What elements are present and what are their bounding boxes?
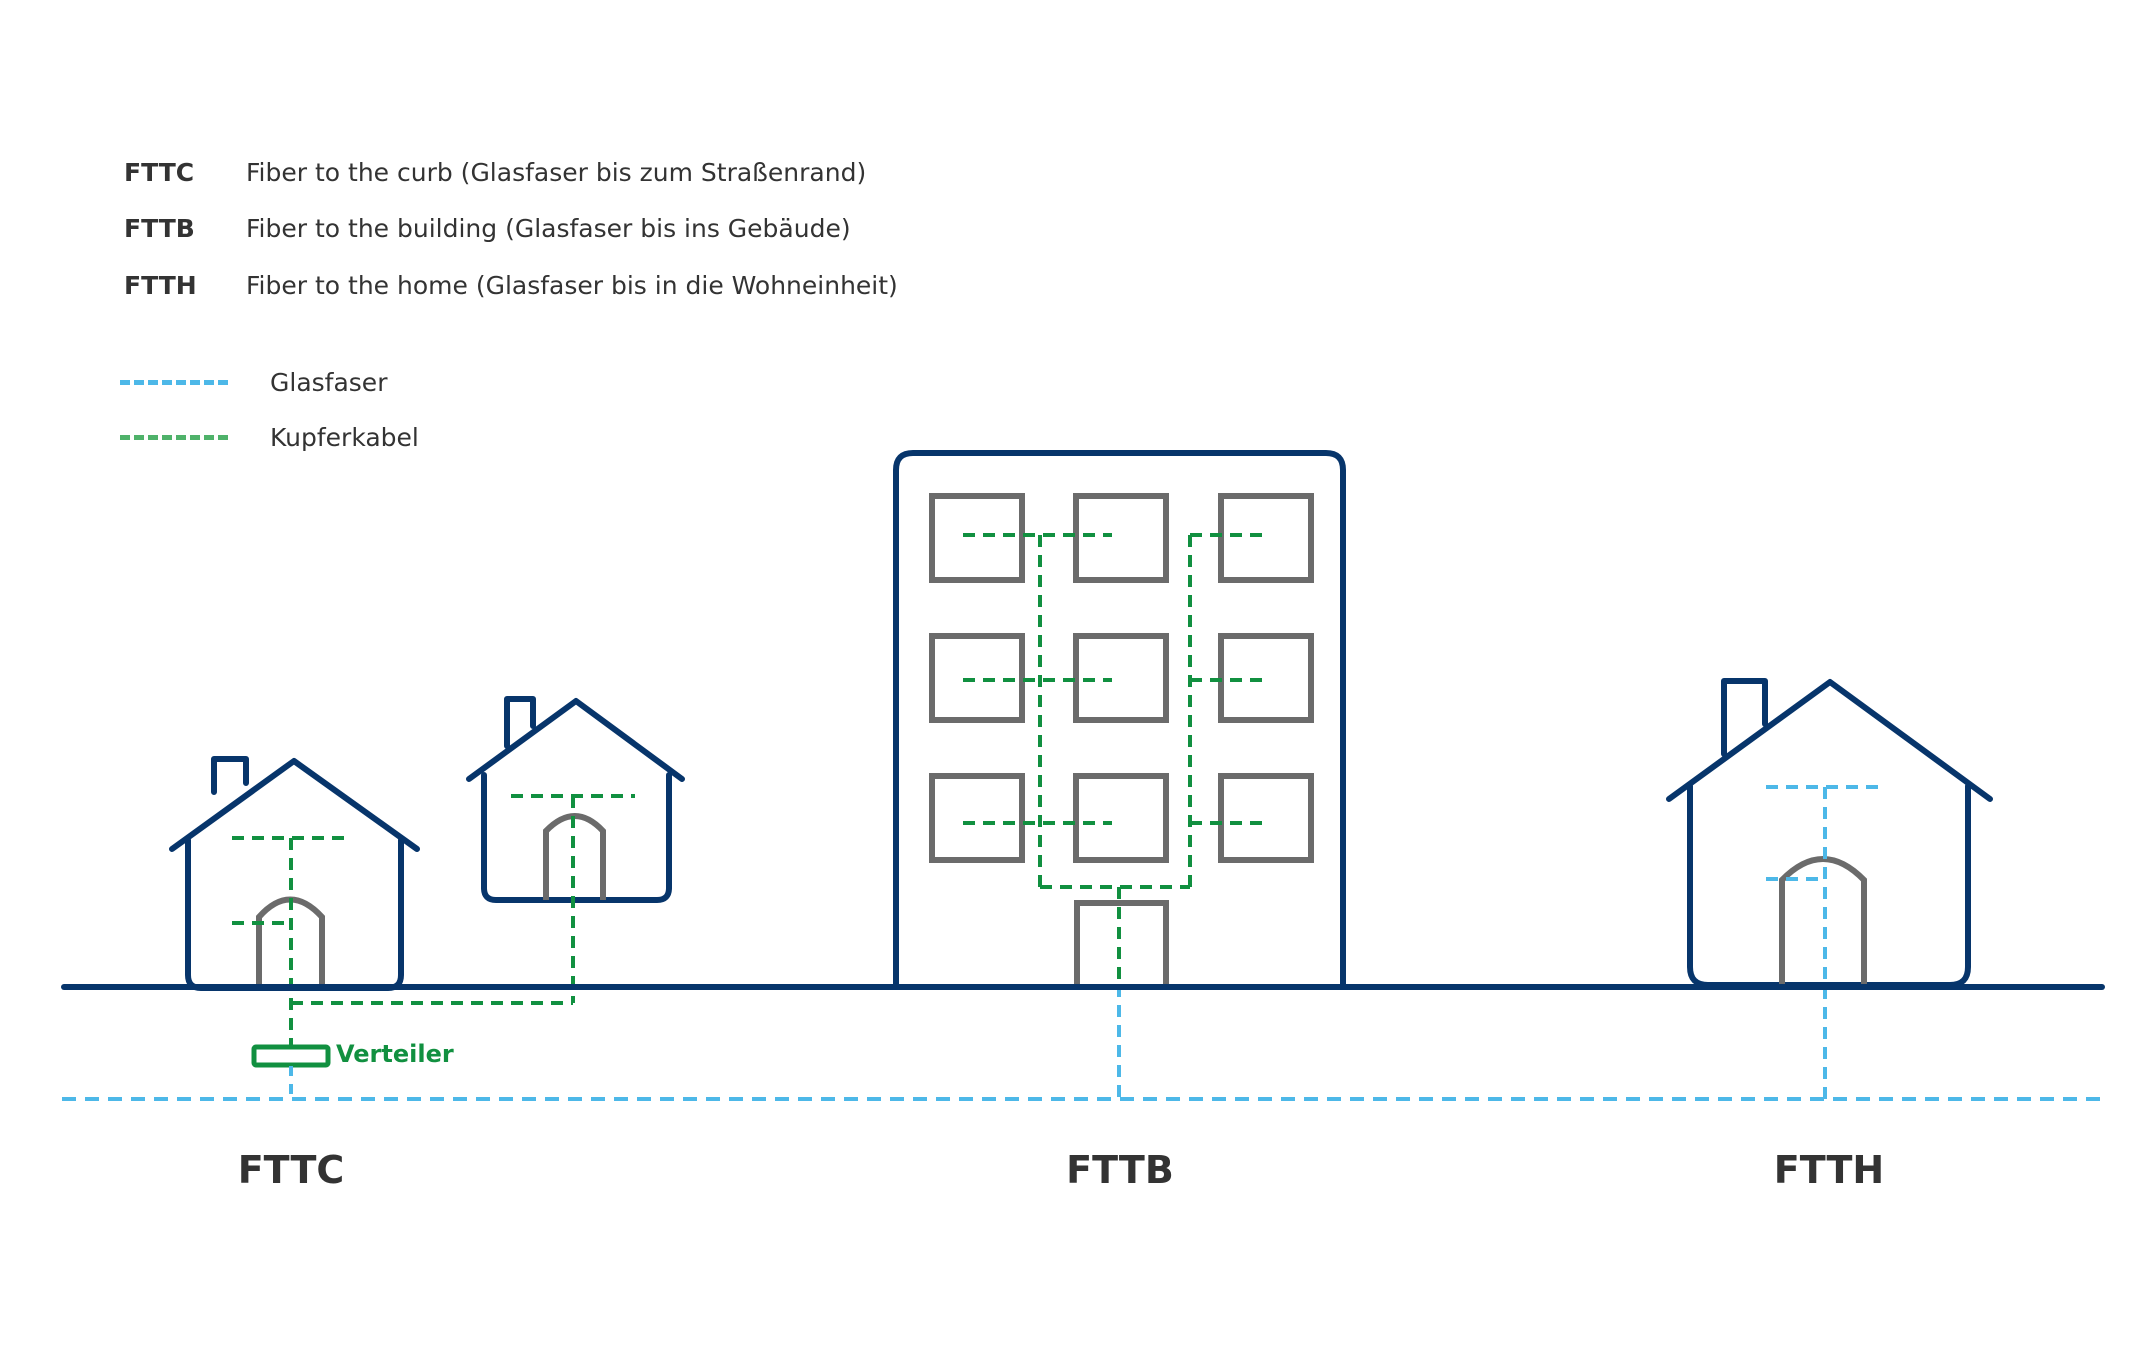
abbr-description: Fiber to the building (Glasfaser bis ins… [246,213,851,243]
abbr-code: FTTB [124,213,195,243]
fttc-copper-wiring [232,794,635,1047]
abbr-description: Fiber to the curb (Glasfaser bis zum Str… [246,157,867,187]
abbr-row-ftth: FTTH Fiber to the home (Glasfaser bis in… [124,265,898,305]
abbr-row-fttc: FTTC Fiber to the curb (Glasfaser bis zu… [124,152,866,192]
door [1779,856,1867,985]
distributor-box [251,1044,331,1068]
ftth-label: FTTH [1773,1148,1885,1192]
copper-line-swatch [120,434,228,440]
legend-label: Glasfaser [270,367,388,397]
fttc-label: FTTC [237,1148,345,1192]
fttb-label: FTTB [1066,1148,1174,1192]
fttb-building-windows [929,493,1314,985]
legend-label: Kupferkabel [270,422,419,452]
fttc-house-2 [466,696,685,903]
abbr-code: FTTH [124,270,197,300]
fttc-house-1 [169,756,420,991]
ftth-fiber-wiring [1766,785,1885,1099]
fiber-line-swatch [120,379,228,385]
legend-item-copper: Kupferkabel [120,417,419,457]
abbr-description: Fiber to the home (Glasfaser bis in die … [246,270,898,300]
abbr-row-fttb: FTTB Fiber to the building (Glasfaser bi… [124,208,851,248]
legend-item-fiber: Glasfaser [120,362,387,402]
fttb-copper-wiring [963,533,1268,985]
ftth-house [1666,678,1993,988]
distributor-label: Verteiler [336,1040,454,1068]
abbr-code: FTTC [124,157,195,187]
fttb-building [893,450,1346,984]
